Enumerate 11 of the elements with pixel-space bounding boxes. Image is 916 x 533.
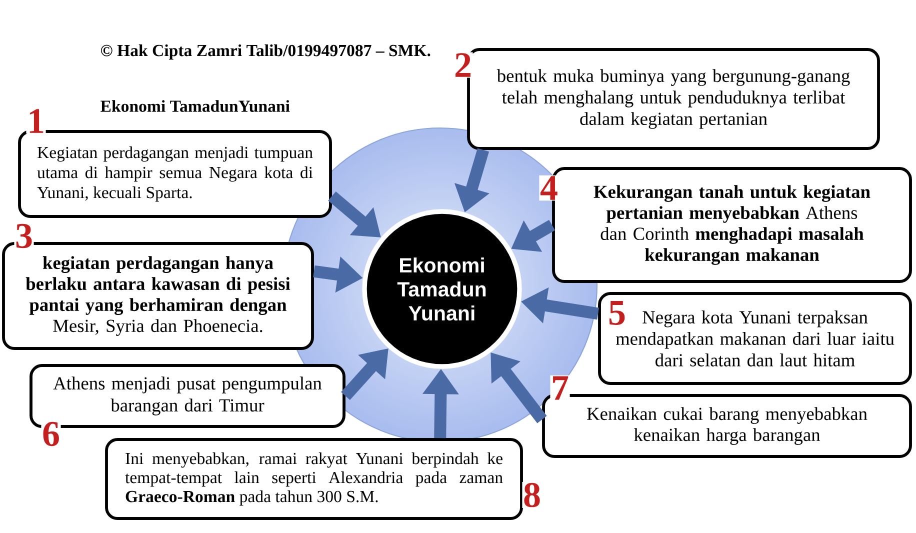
callout-number: 7 <box>550 375 570 401</box>
title: Ekonomi TamadunYunani <box>100 100 290 112</box>
callout-number: 3 <box>14 223 34 249</box>
copyright-notice: © Hak Cipta Zamri Talib/0199497087 – SMK. <box>101 44 430 60</box>
callout-number: 8 <box>522 482 542 508</box>
callout-number: 2 <box>453 52 473 78</box>
callout-number: 4 <box>539 175 559 201</box>
callout-number: 6 <box>41 421 61 447</box>
text-box: Ini menyebabkan, ramai rakyat Yunani berpindah ke tempat-tempat lain seperti Alexandria pada zaman Graeco-Roman pada tahun 300 S.M. <box>105 438 523 520</box>
callout-number: 1 <box>26 108 46 134</box>
callout-number: 5 <box>609 301 625 325</box>
